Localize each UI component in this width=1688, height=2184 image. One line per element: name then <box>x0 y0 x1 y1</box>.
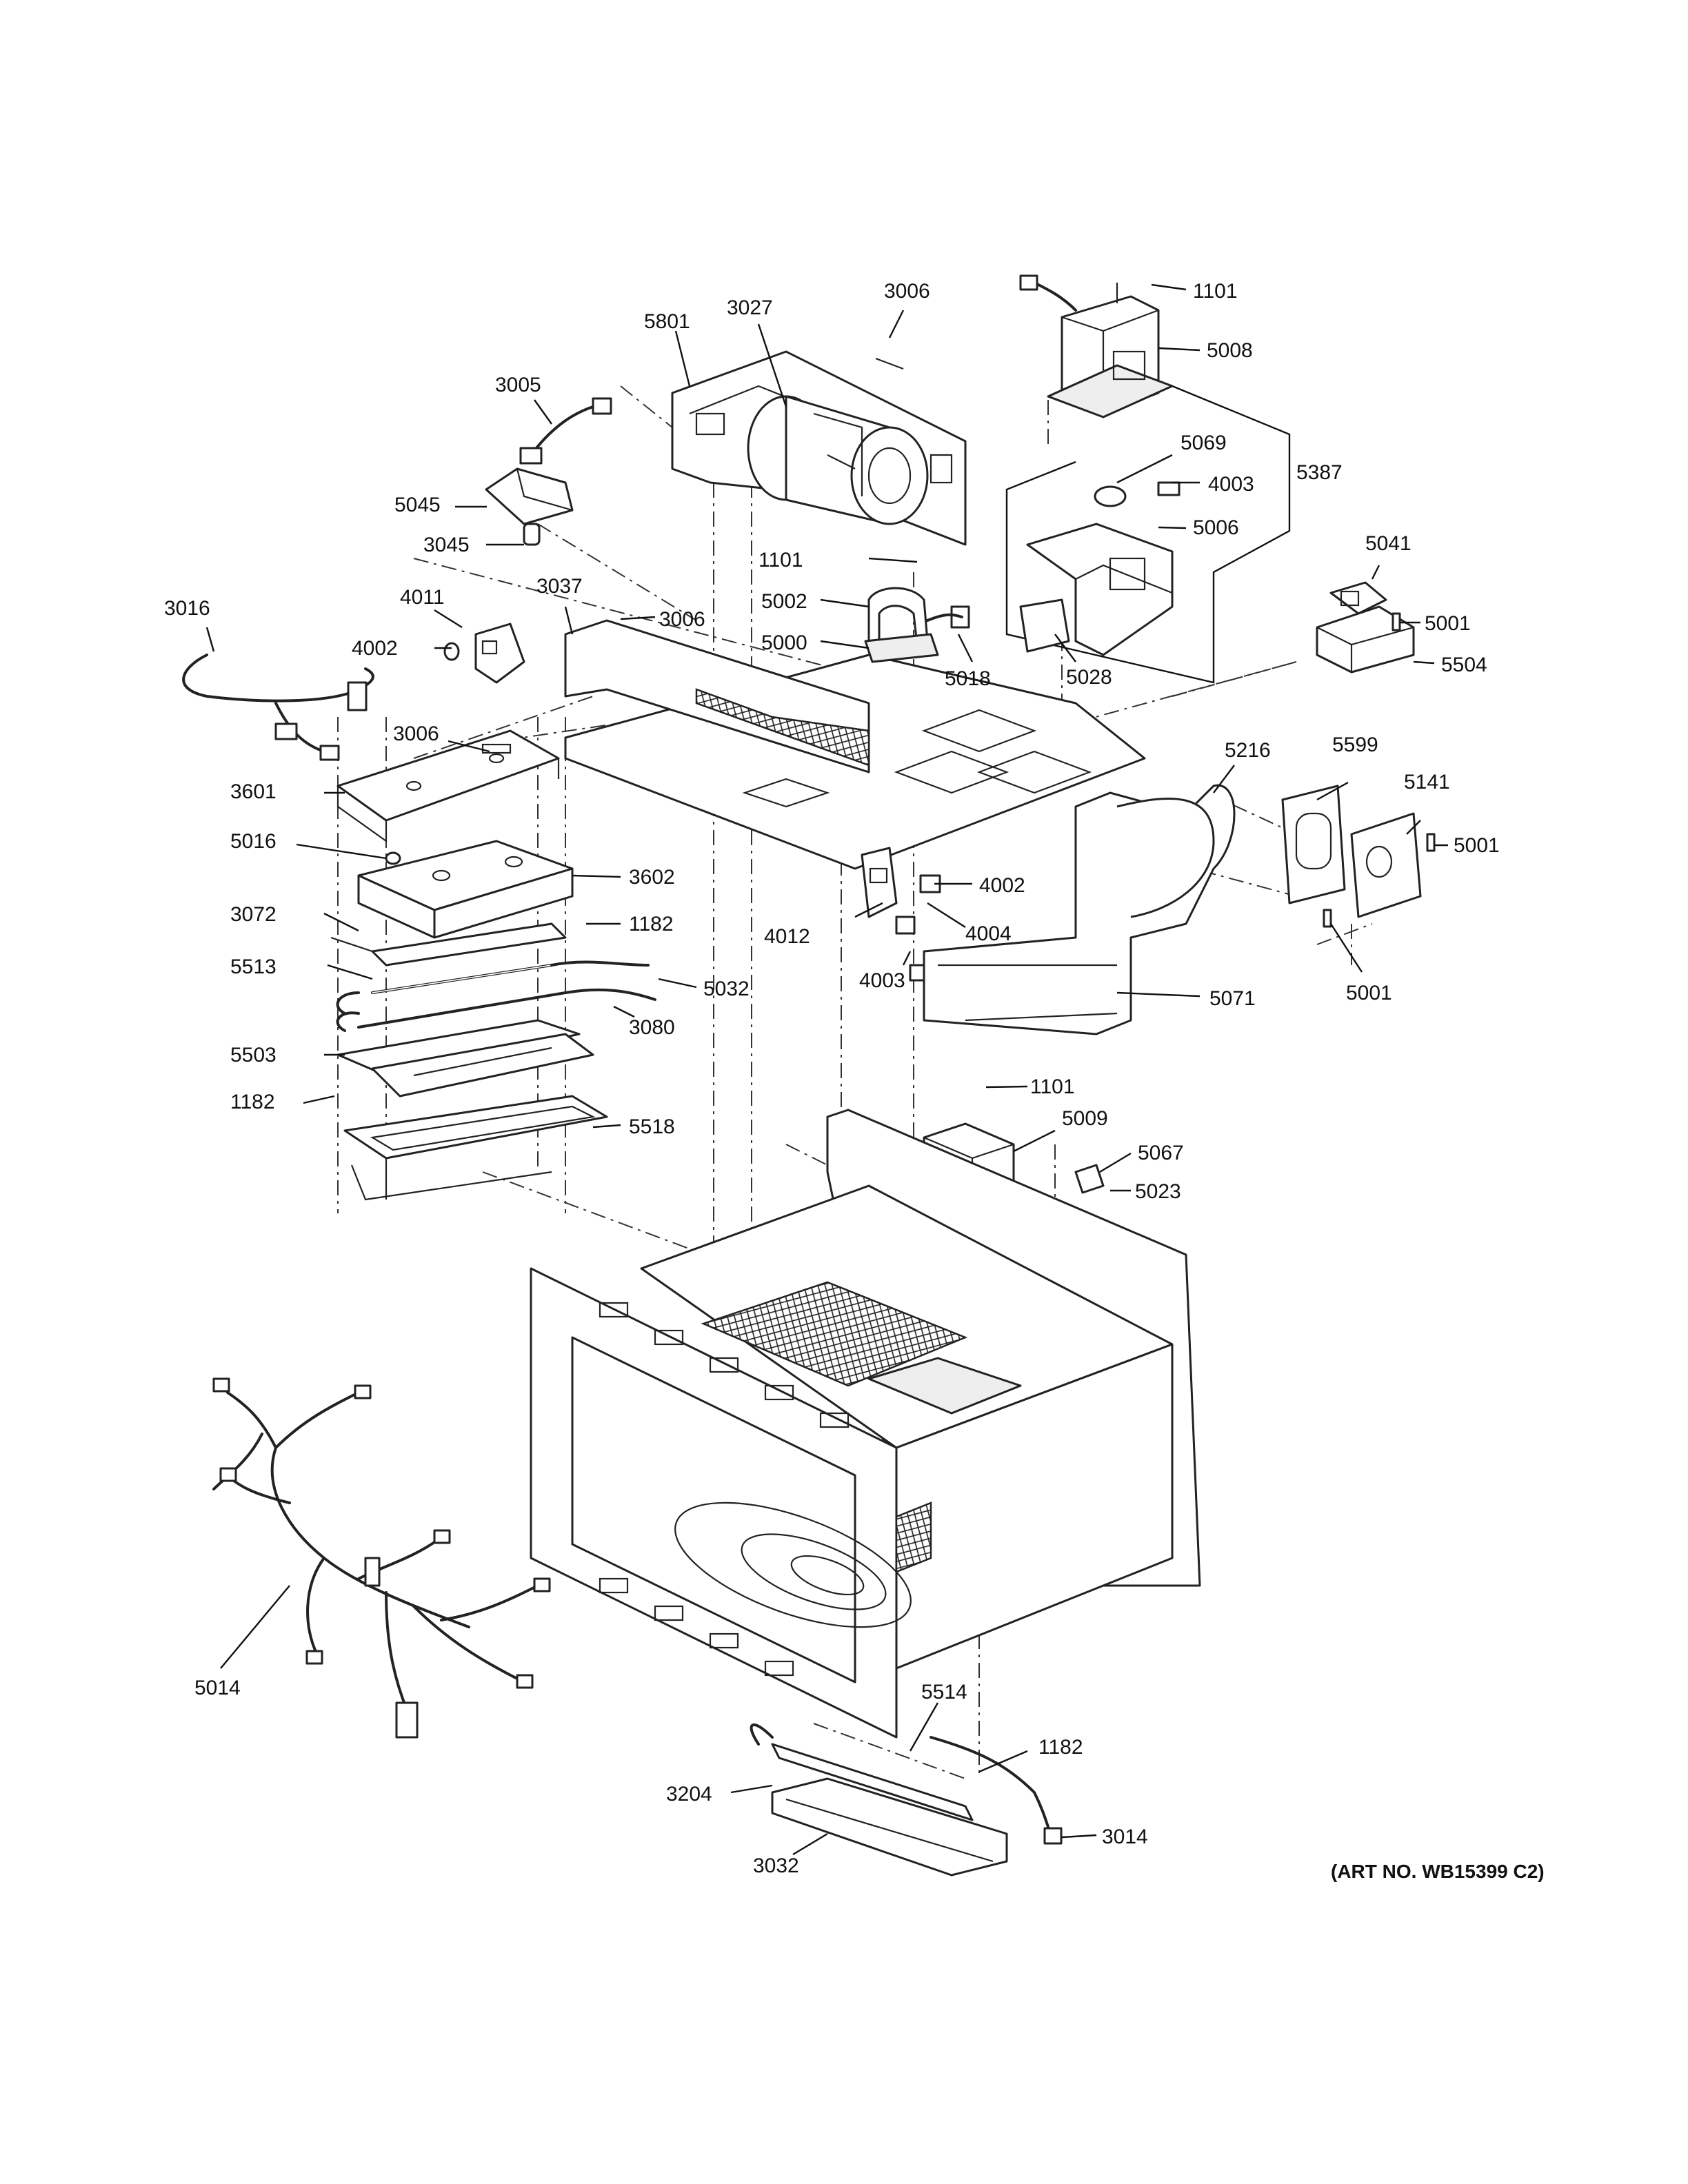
callout-5028: 5028 <box>1066 666 1112 689</box>
callout-3072: 3072 <box>230 903 277 926</box>
oven-cavity <box>530 1109 1201 1739</box>
callout-5387: 5387 <box>1296 461 1343 484</box>
callout-5599: 5599 <box>1332 734 1378 756</box>
callout-5001: 5001 <box>1346 982 1392 1004</box>
callout-5216: 5216 <box>1225 739 1271 762</box>
tray-5518 <box>343 1095 608 1201</box>
frame-5503 <box>336 1019 594 1098</box>
art-number-label: (ART NO. WB15399 C2) <box>1331 1861 1545 1882</box>
control-5141 <box>1281 785 1436 928</box>
callout-5504: 5504 <box>1441 654 1487 676</box>
callout-5518: 5518 <box>629 1115 675 1138</box>
callout-5009: 5009 <box>1062 1107 1108 1130</box>
heater-elements-5513 <box>330 922 656 1032</box>
callout-3080: 3080 <box>629 1016 675 1039</box>
wire-harness-3016 <box>182 654 374 761</box>
lamp-assembly-5514 <box>750 1723 1063 1877</box>
callout-5045: 5045 <box>394 494 441 516</box>
callout-5002: 5002 <box>761 590 807 613</box>
callout-3037: 3037 <box>536 575 583 598</box>
callout-5067: 5067 <box>1138 1142 1184 1164</box>
callout-3014: 3014 <box>1102 1826 1148 1848</box>
callout-3601: 3601 <box>230 780 277 803</box>
callout-1182: 1182 <box>230 1091 275 1113</box>
callout-5023: 5023 <box>1135 1180 1181 1203</box>
callout-3006: 3006 <box>393 722 439 745</box>
callout-5008: 5008 <box>1207 339 1253 362</box>
callout-5032: 5032 <box>703 978 750 1000</box>
mount-assembly-5006 <box>1019 481 1180 656</box>
callout-4012: 4012 <box>764 925 810 948</box>
callout-5503: 5503 <box>230 1044 277 1066</box>
switch-4011 <box>443 623 525 684</box>
callout-5014: 5014 <box>194 1677 241 1699</box>
callout-5513: 5513 <box>230 956 277 978</box>
callout-5000: 5000 <box>761 631 807 654</box>
cover-3601 <box>336 729 560 843</box>
callout-4002: 4002 <box>979 874 1025 897</box>
callout-4011: 4011 <box>400 586 445 609</box>
callout-3016: 3016 <box>164 597 210 620</box>
callout-3602: 3602 <box>629 866 675 889</box>
callout-3045: 3045 <box>423 534 470 556</box>
callout-3005: 3005 <box>495 374 541 396</box>
callout-3006: 3006 <box>659 608 705 631</box>
callout-3027: 3027 <box>727 296 773 319</box>
callout-1182: 1182 <box>629 913 674 936</box>
callout-5016: 5016 <box>230 830 277 853</box>
callout-5001: 5001 <box>1425 612 1471 635</box>
duct-5071 <box>923 784 1236 1035</box>
callout-4003: 4003 <box>859 969 905 992</box>
callout-labels: 1101 5008 3006 3027 5801 3005 5387 5069 … <box>164 280 1545 1882</box>
callout-4003: 4003 <box>1208 473 1254 496</box>
callout-5514: 5514 <box>921 1681 967 1703</box>
callout-1101: 1101 <box>1030 1075 1075 1098</box>
callout-5069: 5069 <box>1180 432 1227 454</box>
callout-3006: 3006 <box>884 280 930 303</box>
callout-3032: 3032 <box>753 1854 799 1877</box>
wire-harness-5014 <box>212 1377 551 1739</box>
callout-1182: 1182 <box>1038 1736 1083 1759</box>
callout-1101: 1101 <box>1193 280 1238 303</box>
callout-5006: 5006 <box>1193 516 1239 539</box>
blower-assembly-3027 <box>671 350 967 546</box>
callout-3204: 3204 <box>666 1783 712 1806</box>
callout-5071: 5071 <box>1209 987 1256 1010</box>
bracket-5002 <box>864 587 970 663</box>
callout-5041: 5041 <box>1365 532 1411 555</box>
group-bracket-5387 <box>1005 385 1291 684</box>
callout-1101: 1101 <box>758 549 803 572</box>
sensor-5045 <box>485 397 612 546</box>
box-3602 <box>357 840 574 939</box>
top-plate-3037 <box>564 619 1146 870</box>
callout-5141: 5141 <box>1404 771 1450 793</box>
transformer-5008 <box>1019 274 1174 418</box>
leader-lines <box>205 283 1448 1856</box>
callout-5001: 5001 <box>1454 834 1500 857</box>
relay-5041 <box>1316 581 1415 674</box>
callout-4004: 4004 <box>965 922 1012 945</box>
callout-4002: 4002 <box>352 637 398 660</box>
callout-5801: 5801 <box>644 310 690 333</box>
callout-5018: 5018 <box>945 667 991 690</box>
